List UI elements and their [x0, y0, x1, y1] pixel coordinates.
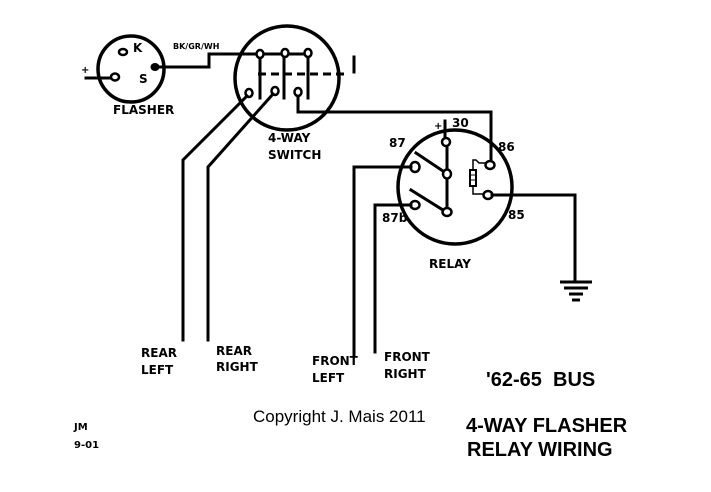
flasher-s-terminal: [150, 63, 160, 71]
relay-common-upper: [441, 168, 453, 180]
flasher-k-label: K: [133, 41, 143, 55]
author-initials: JM: [73, 422, 88, 433]
diagram-date: 9-01: [74, 440, 99, 451]
switch-terminal-top-3: [303, 47, 313, 59]
title-line-1: 4-WAY FLASHER: [466, 415, 628, 437]
relay-coil-wire: [472, 159, 491, 195]
relay-pin-30-label: 30: [452, 116, 469, 130]
vehicle-label: '62-65 BUS: [486, 369, 595, 391]
wire-color-label: BK/GR/WH: [173, 42, 219, 51]
flasher-body: [96, 34, 166, 104]
relay-terminal-86: [484, 159, 496, 171]
wire-relay-85-to-ground: [490, 193, 577, 283]
relay-pin-86-label: 86: [498, 140, 515, 154]
relay-pin-87-label: 87: [389, 136, 406, 150]
ground-icon: [560, 280, 592, 302]
output-rear-right-1: REAR: [216, 344, 252, 358]
switch-label-1: 4-WAY: [268, 131, 311, 145]
relay-arm-87: [413, 150, 446, 174]
switch-terminal-top-1: [255, 48, 265, 60]
switch-terminal-top-2: [280, 47, 290, 59]
output-front-left-1: FRONT: [312, 354, 359, 368]
wire-switch-to-relay-86: [296, 94, 493, 165]
output-rear-left-1: REAR: [141, 346, 177, 360]
relay-label: RELAY: [429, 257, 471, 271]
flasher-label: FLASHER: [113, 103, 174, 117]
relay-terminal-30: [440, 136, 452, 148]
relay-pin-85-label: 85: [508, 208, 525, 222]
wire-front-right: [373, 203, 413, 354]
relay-body: [396, 128, 514, 246]
flasher-plus-label: +: [81, 65, 89, 76]
flasher-k-terminal: [117, 47, 129, 57]
wire-rear-right: [206, 91, 276, 342]
wire-front-left: [352, 165, 413, 358]
flasher-plus-terminal: [109, 72, 121, 82]
coil-icon: [469, 169, 477, 187]
relay-30-plus: +: [434, 121, 442, 132]
copyright: Copyright J. Mais 2011: [253, 407, 426, 426]
switch-body: [233, 24, 341, 132]
switch-label-2: SWITCH: [268, 148, 321, 162]
wire-flasher-to-switch: [155, 52, 262, 69]
output-rear-left-2: LEFT: [141, 363, 174, 377]
output-front-right-2: RIGHT: [384, 367, 427, 381]
relay-arm-87b: [408, 187, 446, 213]
flasher-s-label: S: [139, 72, 148, 86]
title-line-2: RELAY WIRING: [467, 439, 613, 461]
flasher: + K S FLASHER: [81, 34, 174, 117]
output-rear-right-2: RIGHT: [216, 360, 259, 374]
relay: + 30 87 86 87b 85 RELAY: [382, 116, 525, 271]
four-way-switch: 4-WAY SWITCH: [233, 24, 356, 162]
output-front-left-2: LEFT: [312, 371, 345, 385]
wire-rear-left: [181, 93, 250, 342]
output-front-right-1: FRONT: [384, 350, 431, 364]
relay-pin-87b-label: 87b: [382, 211, 408, 225]
